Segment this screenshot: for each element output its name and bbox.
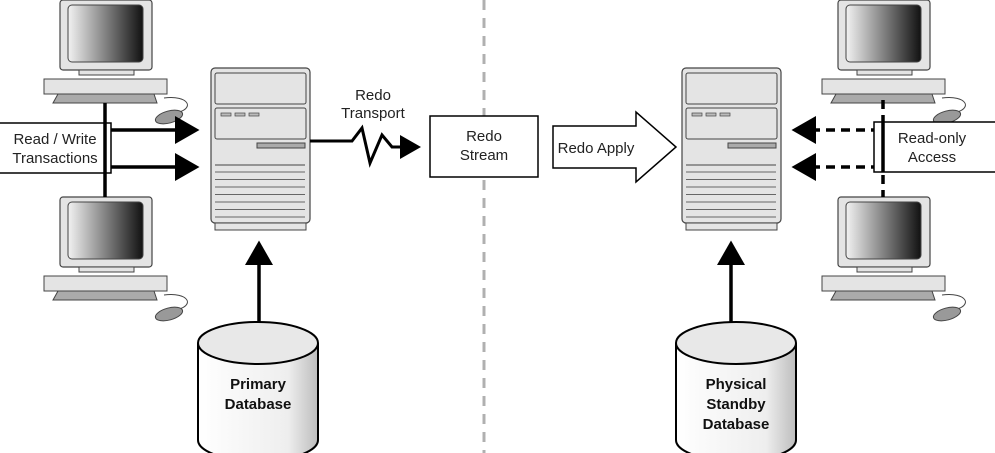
primary-client-computer-bottom	[43, 196, 188, 322]
primary-client-computer-top	[43, 0, 188, 125]
primary-server	[210, 67, 311, 231]
mouse-icon	[154, 306, 184, 322]
primary-database-label-line1: Primary	[230, 376, 287, 393]
read-write-label-line2: Transactions	[12, 150, 97, 167]
primary-database-label-line2: Database	[225, 396, 292, 413]
standby-server	[681, 67, 782, 231]
redo-stream-label-line1: Redo	[466, 128, 502, 145]
standby-database-label-line1: Physical	[706, 376, 767, 393]
read-write-connections	[103, 103, 200, 197]
redo-transport-label-line1: Redo	[355, 87, 391, 104]
redo-transport-arrow	[310, 124, 421, 168]
redo-apply-label: Redo Apply	[558, 140, 635, 157]
read-only-label-line2: Access	[908, 149, 956, 166]
redo-stream-label-line2: Stream	[460, 147, 508, 164]
primary-database: Primary Database	[197, 321, 319, 453]
read-write-label-line1: Read / Write	[13, 131, 96, 148]
redo-transport-label-line2: Transport	[341, 105, 405, 122]
standby-database: Physical Standby Database	[675, 321, 797, 453]
read-write-label-box: Read / Write Transactions	[0, 122, 112, 174]
mouse-icon	[154, 109, 184, 125]
redo-apply-arrow: Redo Apply	[552, 110, 678, 184]
standby-client-computer-bottom	[821, 196, 966, 322]
standby-database-label-line3: Database	[703, 416, 770, 433]
standby-client-computer-top	[821, 0, 966, 125]
mouse-icon	[932, 306, 962, 322]
read-only-label-line1: Read-only	[898, 130, 967, 147]
redo-stream-box: Redo Stream	[429, 115, 539, 178]
read-only-connections	[791, 100, 885, 197]
read-only-label-box: Read-only Access	[873, 121, 995, 173]
standby-database-label-line2: Standby	[706, 396, 766, 413]
